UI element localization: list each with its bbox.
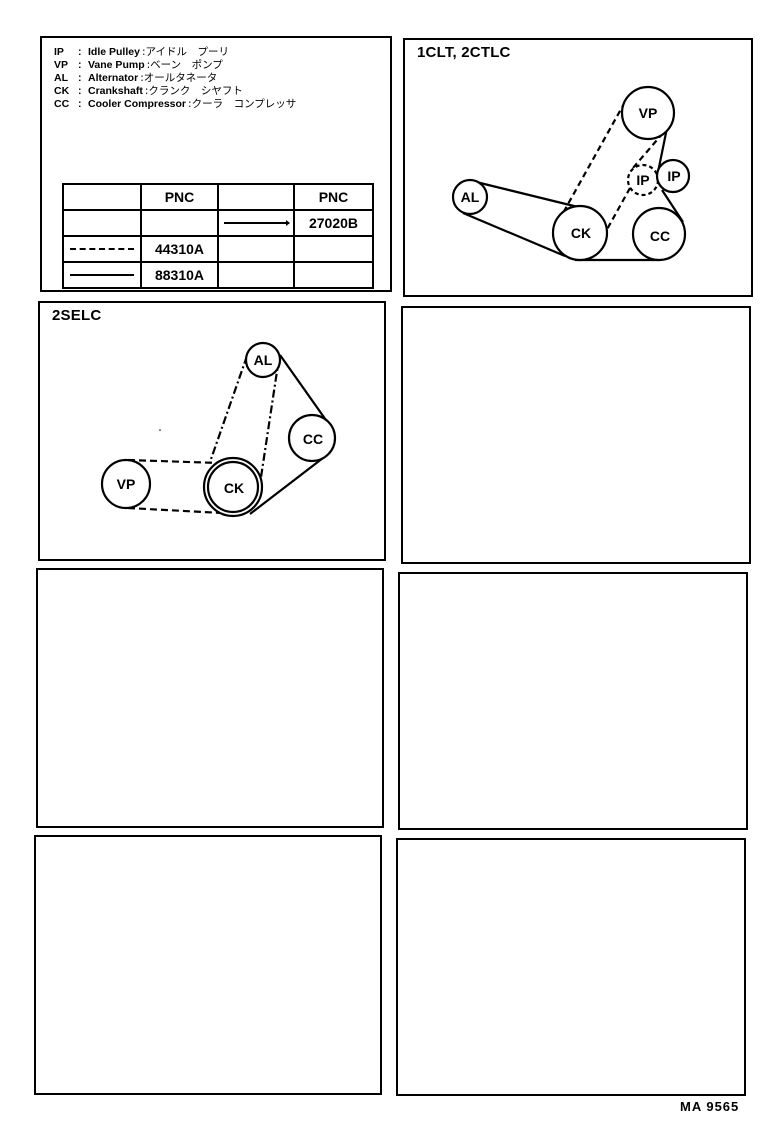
empty-panel: [398, 572, 748, 830]
header-cell-line: [217, 183, 295, 211]
line-cell: [217, 261, 295, 289]
pulley-vp: [620, 85, 676, 141]
pnc-cell: [293, 261, 374, 289]
legend-english: Idle Pulley: [88, 46, 140, 58]
line-cell: [217, 209, 295, 237]
pnc-cell: [140, 209, 219, 237]
diagram-1clt-2ctlc-labels: VP IP IP AL CK CC: [461, 105, 681, 244]
abbreviation-legend: IP: Idle Pulley:アイドル プーリ VP: Vane Pump:ベーン…: [54, 46, 296, 111]
belt-segment: [249, 457, 324, 515]
pnc-cell: 88310A: [140, 261, 219, 289]
legend-entry-ck: CK: Crankshaft:クランク シヤフト: [54, 85, 296, 98]
belt-segment-dashed: [127, 458, 220, 465]
pulley-label: AL: [461, 189, 480, 205]
legend-entry-al: AL: Alternator:オールタネータ: [54, 72, 296, 85]
pulley-label: IP: [636, 172, 649, 188]
belt-segment-dashed: [632, 132, 664, 169]
belt-segment-dashdot: [256, 357, 281, 498]
legend-abbr: AL: [54, 72, 68, 84]
legend-sep: :: [78, 98, 82, 110]
line-cell: [62, 261, 142, 289]
pnc-table-row: 88310A: [62, 261, 374, 289]
legend-panel: IP: Idle Pulley:アイドル プーリ VP: Vane Pump:ベーン…: [40, 36, 392, 292]
header-cell-pnc: PNC: [140, 183, 219, 211]
belt-segment: [467, 178, 579, 209]
belt-segment-dashed: [562, 101, 626, 214]
legend-japanese: :クランク シヤフト: [144, 85, 243, 97]
panel-title: 2SELC: [52, 307, 102, 324]
legend-sep: :: [78, 46, 82, 58]
legend-abbr: CC: [54, 98, 70, 110]
belt-segment: [462, 211, 566, 258]
legend-entry-vp: VP: Vane Pump:ベーン ポンプ: [54, 59, 296, 72]
dashed-line-icon: [70, 248, 134, 250]
panel-title: 1CLT, 2CTLC: [417, 44, 511, 61]
legend-english: Crankshaft: [88, 85, 143, 97]
pulley-cc: [631, 206, 687, 262]
pulley-label: CC: [650, 228, 670, 244]
pulley-ck: [551, 204, 609, 262]
legend-sep: :: [78, 72, 82, 84]
pnc-table-header: PNC PNC: [62, 183, 374, 211]
pulley-label: CK: [571, 225, 591, 241]
diagram-2selc-labels: AL CC VP CK: [117, 352, 323, 496]
pulley-al: [244, 341, 282, 379]
belt-segment-dashed: [604, 187, 631, 234]
stray-dot: [159, 429, 161, 431]
pulley-label: VP: [639, 105, 658, 121]
solid-arrow-line-icon: [224, 220, 290, 226]
belt-segment-dashed: [127, 506, 223, 515]
legend-sep: :: [78, 59, 82, 71]
empty-panel: [34, 835, 382, 1095]
legend-entry-cc: CC: Cooler Compressor:クーラ コンプレッサ: [54, 98, 296, 111]
legend-abbr: CK: [54, 85, 70, 97]
pulley-label: AL: [254, 352, 273, 368]
pnc-table-row: 44310A: [62, 235, 374, 263]
pulley-cc: [287, 413, 337, 463]
pulley-label: IP: [667, 168, 680, 184]
legend-japanese: :クーラ コンプレッサ: [188, 98, 297, 110]
figure-reference-code: MA 9565: [680, 1099, 740, 1114]
legend-sep: :: [78, 85, 82, 97]
empty-panel: [396, 838, 746, 1096]
pulley-label: CC: [303, 431, 323, 447]
pnc-cell: 44310A: [140, 235, 219, 263]
legend-entry-ip: IP: Idle Pulley:アイドル プーリ: [54, 46, 296, 59]
diagram-2selc: [100, 341, 337, 518]
line-cell: [217, 235, 295, 263]
pnc-cell: [293, 235, 374, 263]
legend-japanese: :オールタネータ: [140, 72, 218, 84]
legend-english: Vane Pump: [88, 59, 145, 71]
legend-abbr: IP: [54, 46, 64, 58]
solid-line-icon: [70, 274, 134, 276]
diagram-1clt-2ctlc: [451, 85, 691, 262]
line-cell: [62, 209, 142, 237]
line-cell: [62, 235, 142, 263]
pulley-ip: [655, 158, 691, 194]
empty-panel: [401, 306, 751, 564]
pulley-vp: [100, 458, 152, 510]
legend-japanese: :ベーン ポンプ: [146, 59, 223, 71]
pnc-cell: 27020B: [293, 209, 374, 237]
legend-english: Alternator: [88, 72, 139, 84]
belt-segment-dashdot: [208, 355, 249, 463]
header-cell-line: [62, 183, 142, 211]
pnc-table: PNC PNC 27020B 44310A 88310A: [62, 183, 374, 289]
pulley-label: VP: [117, 476, 136, 492]
pulley-label: CK: [224, 480, 244, 496]
pnc-table-row: 27020B: [62, 209, 374, 237]
legend-abbr: VP: [54, 59, 69, 71]
pulley-ck-inner: [206, 460, 260, 514]
legend-english: Cooler Compressor: [88, 98, 187, 110]
header-cell-pnc: PNC: [293, 183, 374, 211]
empty-panel: [36, 568, 384, 828]
legend-japanese: :アイドル プーリ: [141, 46, 229, 58]
pulley-al: [451, 178, 489, 216]
